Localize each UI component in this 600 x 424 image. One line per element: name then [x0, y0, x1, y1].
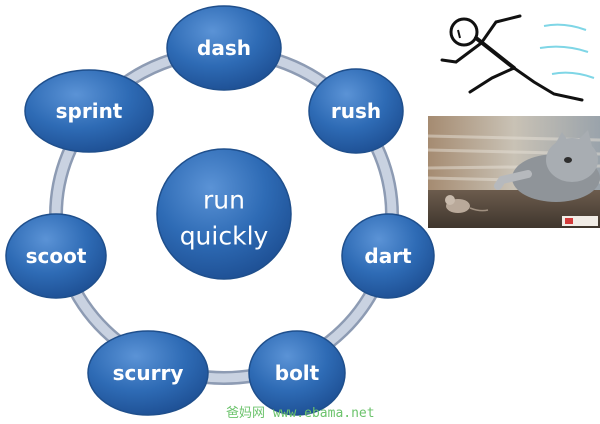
- running-stick-figure-icon: [440, 14, 595, 102]
- node-dash: dash: [166, 5, 282, 91]
- watermark-text: 爸妈网 www.ebama.net: [226, 406, 375, 421]
- node-label-rush: rush: [331, 99, 381, 123]
- node-scoot: scoot: [5, 213, 107, 299]
- center-label-line1: run: [203, 186, 245, 215]
- node-label-dart: dart: [364, 244, 412, 268]
- node-label-dash: dash: [197, 36, 251, 60]
- center-node: run quickly: [156, 148, 292, 280]
- node-rush: rush: [308, 68, 404, 154]
- node-label-scoot: scoot: [26, 244, 87, 268]
- node-bolt: bolt: [248, 330, 346, 416]
- node-dart: dart: [341, 213, 435, 299]
- node-label-scurry: scurry: [113, 361, 184, 385]
- node-scurry: scurry: [87, 330, 209, 416]
- node-label-sprint: sprint: [56, 99, 123, 123]
- node-sprint: sprint: [24, 69, 154, 153]
- center-label-line2: quickly: [180, 222, 269, 251]
- cat-chasing-mouse-photo-icon: [428, 116, 600, 228]
- node-label-bolt: bolt: [275, 361, 320, 385]
